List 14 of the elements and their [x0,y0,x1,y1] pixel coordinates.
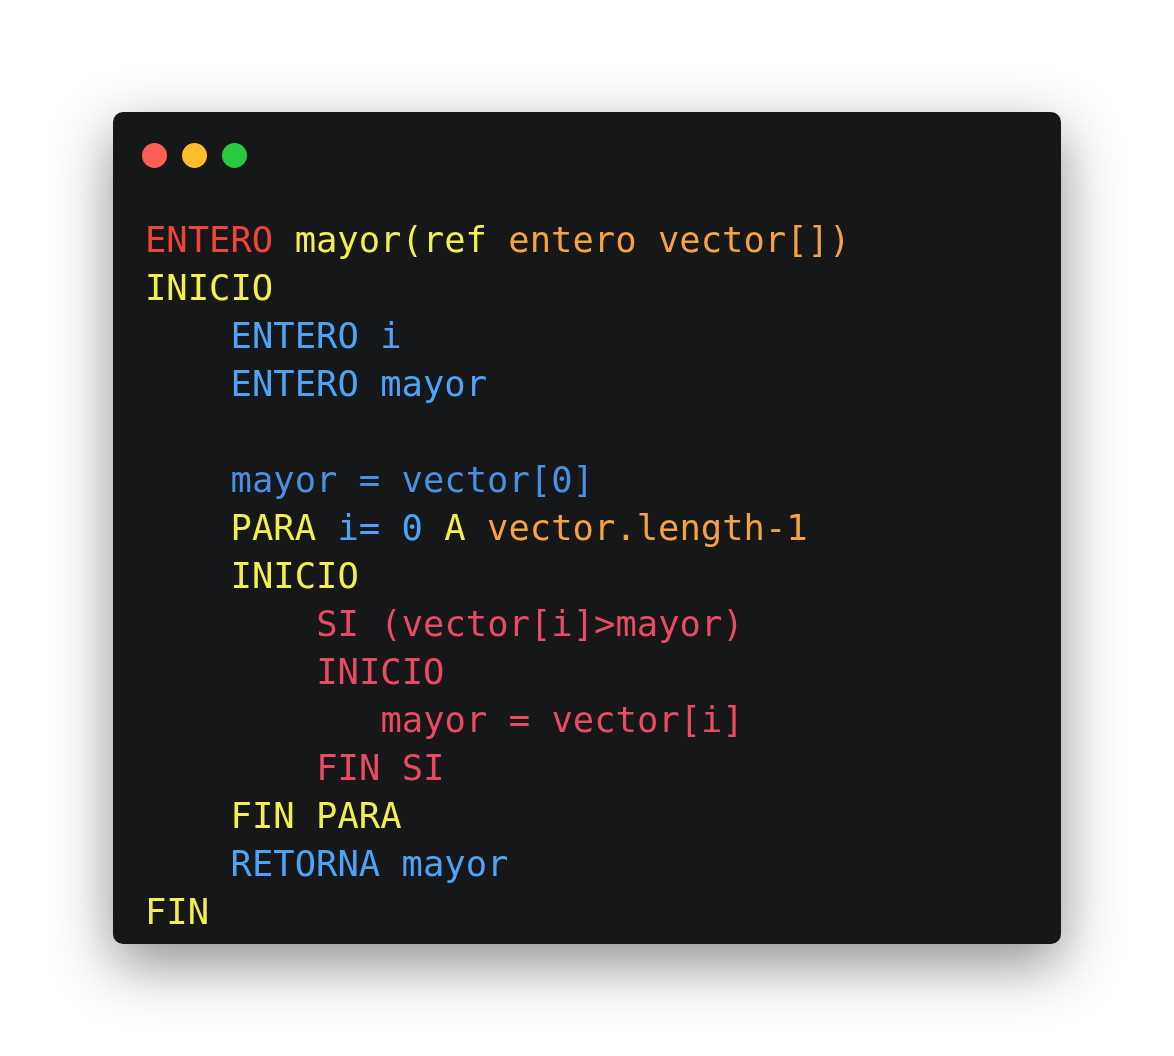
code-line: FIN PARA [230,794,402,838]
code-line: ENTERO i [230,314,402,358]
code-line: mayor = vector[0] [230,458,594,502]
code-line: mayor = vector[i] [380,698,744,742]
code-line: INICIO [230,554,359,598]
code-line: FIN [145,890,210,934]
code-line: FIN SI [316,746,445,790]
code-line: PARA i= 0 A vector.length-1 [230,506,808,550]
code-line: ENTERO mayor(ref entero vector[]) [145,218,851,262]
code-line: INICIO [316,650,445,694]
code-line: INICIO [145,266,274,310]
code-line: SI (vector[i]>mayor) [316,602,744,646]
code-line: ENTERO mayor [230,362,488,406]
code-line: RETORNA mayor [230,842,509,886]
